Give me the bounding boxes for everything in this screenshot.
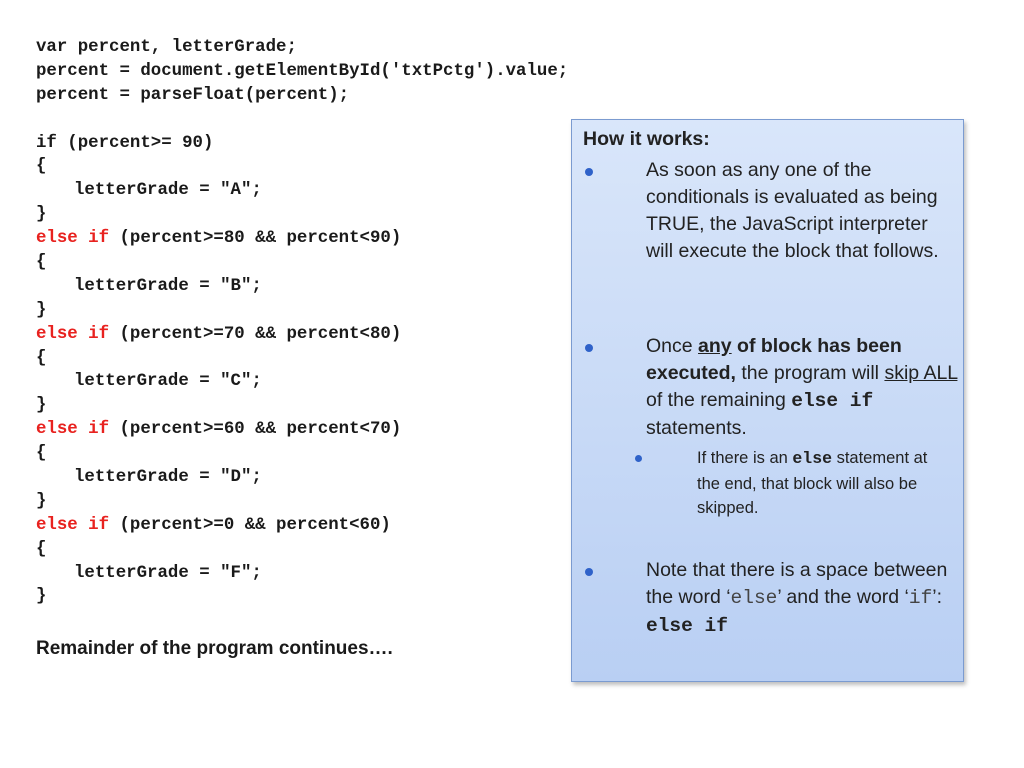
bullet-icon: [585, 344, 593, 352]
sub-bullet-icon: [635, 455, 642, 462]
code-line: }: [36, 587, 47, 607]
code-line: {: [36, 539, 47, 559]
code-line: {: [36, 253, 47, 273]
else-if-keyword: else if: [36, 229, 110, 249]
code-line: letterGrade = "C";: [74, 372, 262, 392]
code-line: else if (percent>=60 && percent<70): [36, 418, 568, 442]
code-line: {: [36, 157, 47, 177]
bullet-icon: [585, 568, 593, 576]
code-line: letterGrade = "A";: [74, 181, 262, 201]
code-line: }: [36, 300, 47, 320]
code-line: percent = document.getElementById('txtPc…: [36, 61, 569, 81]
code-line: else if (percent>=80 && percent<90): [36, 227, 568, 251]
code-line: var percent, letterGrade;: [36, 38, 297, 57]
else-if-keyword: else if: [36, 324, 110, 344]
code-line: letterGrade = "B";: [74, 276, 262, 296]
else-if-keyword: else if: [36, 420, 110, 440]
code-line: }: [36, 491, 47, 511]
code-line: if (percent>= 90): [36, 133, 214, 153]
code-line: {: [36, 444, 47, 464]
panel-title: How it works:: [583, 128, 710, 150]
code-condition: (percent>=0 && percent<60): [109, 515, 391, 535]
bullet-icon: [585, 168, 593, 176]
code-condition: (percent>=80 && percent<90): [109, 229, 402, 249]
code-line: else if (percent>=0 && percent<60): [36, 514, 568, 538]
remainder-note: Remainder of the program continues….: [36, 638, 393, 659]
how-it-works-panel: How it works: As soon as any one of the …: [571, 119, 964, 682]
code-line: percent = parseFloat(percent);: [36, 85, 350, 105]
code-line: {: [36, 348, 47, 368]
code-line: letterGrade = "F";: [74, 563, 262, 583]
code-condition: (percent>=60 && percent<70): [109, 420, 402, 440]
else-if-keyword: else if: [36, 515, 110, 535]
sub-bullet-text: If there is an else statement at the end…: [697, 449, 928, 517]
bullet-text: As soon as any one of the conditionals i…: [646, 159, 939, 262]
code-line: else if (percent>=70 && percent<80): [36, 323, 568, 347]
bullet-text: Once any of block has been executed, the…: [646, 335, 958, 439]
code-listing: var percent, letterGrade; percent = docu…: [36, 36, 568, 609]
bullet-text: Note that there is a space between the w…: [646, 559, 948, 637]
code-line: letterGrade = "D";: [74, 468, 262, 488]
code-line: }: [36, 205, 47, 225]
code-condition: (percent>=70 && percent<80): [109, 324, 402, 344]
code-line: }: [36, 396, 47, 416]
